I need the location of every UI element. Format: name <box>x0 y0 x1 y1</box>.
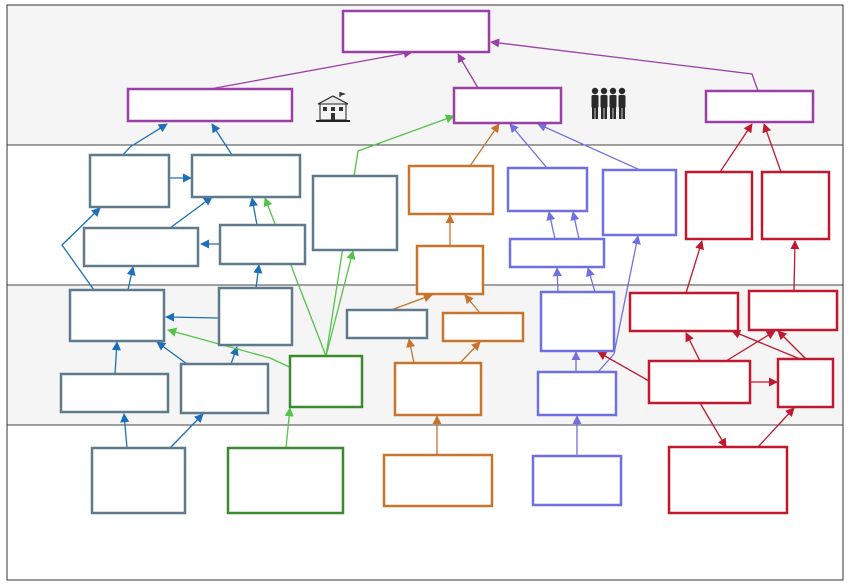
connector-arrow <box>546 211 556 240</box>
connector-arrow <box>777 330 807 360</box>
connector-arrow <box>537 123 641 171</box>
connectors-green <box>167 114 455 449</box>
box-red <box>776 357 835 409</box>
box-slate <box>179 362 270 415</box>
connector-arrow <box>253 264 263 289</box>
connector-arrow <box>209 49 413 90</box>
box-slate <box>59 372 170 414</box>
box-red <box>647 359 752 405</box>
connectors-purple <box>209 38 759 92</box>
box-orange <box>382 453 494 508</box>
connector-arrow <box>685 332 701 362</box>
connector-arrow <box>469 123 500 167</box>
diagram-frame <box>6 4 844 581</box>
connector-arrow <box>457 53 479 89</box>
connector-arrow <box>509 123 548 169</box>
connectors-orange <box>390 123 500 455</box>
people-group-icon <box>591 87 626 119</box>
box-slate <box>217 286 294 347</box>
connector-arrow <box>165 312 220 322</box>
connector-arrow <box>249 197 258 226</box>
connector-arrow <box>570 211 580 240</box>
box-slate <box>345 308 429 340</box>
connectors-red <box>597 123 807 448</box>
connector-arrow <box>229 346 239 365</box>
box-periwinkle <box>508 237 606 269</box>
building-icon <box>316 92 350 122</box>
box-orange <box>415 244 485 296</box>
connector-arrow <box>167 327 299 372</box>
box-red <box>747 289 839 332</box>
connector-arrow <box>762 123 782 173</box>
box-orange <box>407 164 495 216</box>
connector-arrow <box>585 267 596 293</box>
connector-arrow <box>325 250 356 357</box>
connector-arrow <box>126 266 136 291</box>
box-slate <box>88 153 171 209</box>
connector-arrow <box>757 407 795 448</box>
box-green <box>288 354 364 409</box>
connector-arrow <box>685 240 704 294</box>
connector-arrow <box>284 407 294 449</box>
connector-arrow <box>459 341 481 364</box>
box-slate <box>190 153 302 199</box>
box-green <box>226 446 345 515</box>
box-purple <box>126 87 294 123</box>
box-red <box>667 445 789 515</box>
box-red <box>628 291 740 333</box>
connector-arrow <box>111 341 122 375</box>
connector-arrow <box>597 351 650 382</box>
connector-arrow <box>120 413 130 449</box>
connector-arrow <box>211 123 233 156</box>
connector-arrow <box>731 329 801 360</box>
box-periwinkle <box>601 168 678 237</box>
connector-arrow <box>699 402 727 448</box>
connector-arrow <box>790 240 800 292</box>
connector-arrow <box>325 114 455 357</box>
connectors-periwinkle <box>509 123 641 456</box>
box-periwinkle <box>506 166 589 213</box>
connector-arrow <box>552 267 562 293</box>
box-periwinkle <box>539 290 616 353</box>
box-purple <box>704 89 815 124</box>
box-orange <box>441 311 525 343</box>
box-slate <box>218 223 307 266</box>
connector-arrow <box>490 38 759 92</box>
connector-arrow <box>406 338 416 364</box>
connector-arrow <box>156 341 188 365</box>
box-red <box>684 170 754 241</box>
connector-arrow <box>719 123 753 173</box>
box-slate <box>82 226 200 268</box>
box-periwinkle <box>536 370 618 417</box>
connector-arrow <box>122 123 168 156</box>
connector-arrow <box>169 413 204 449</box>
connector-arrow <box>597 235 641 373</box>
connector-arrow <box>169 196 213 229</box>
connectors-blue <box>61 123 263 449</box>
connector-arrow <box>725 330 776 362</box>
box-red <box>760 170 831 241</box>
box-purple <box>341 9 491 54</box>
box-periwinkle <box>531 454 623 507</box>
boxes <box>59 9 839 515</box>
connector-arrow <box>61 207 101 291</box>
box-slate <box>311 174 399 252</box>
connector-arrow <box>390 293 433 311</box>
box-slate <box>68 288 166 343</box>
box-slate <box>90 446 187 515</box>
box-orange <box>393 361 483 417</box>
connector-arrow <box>464 294 481 314</box>
box-purple <box>452 86 563 125</box>
